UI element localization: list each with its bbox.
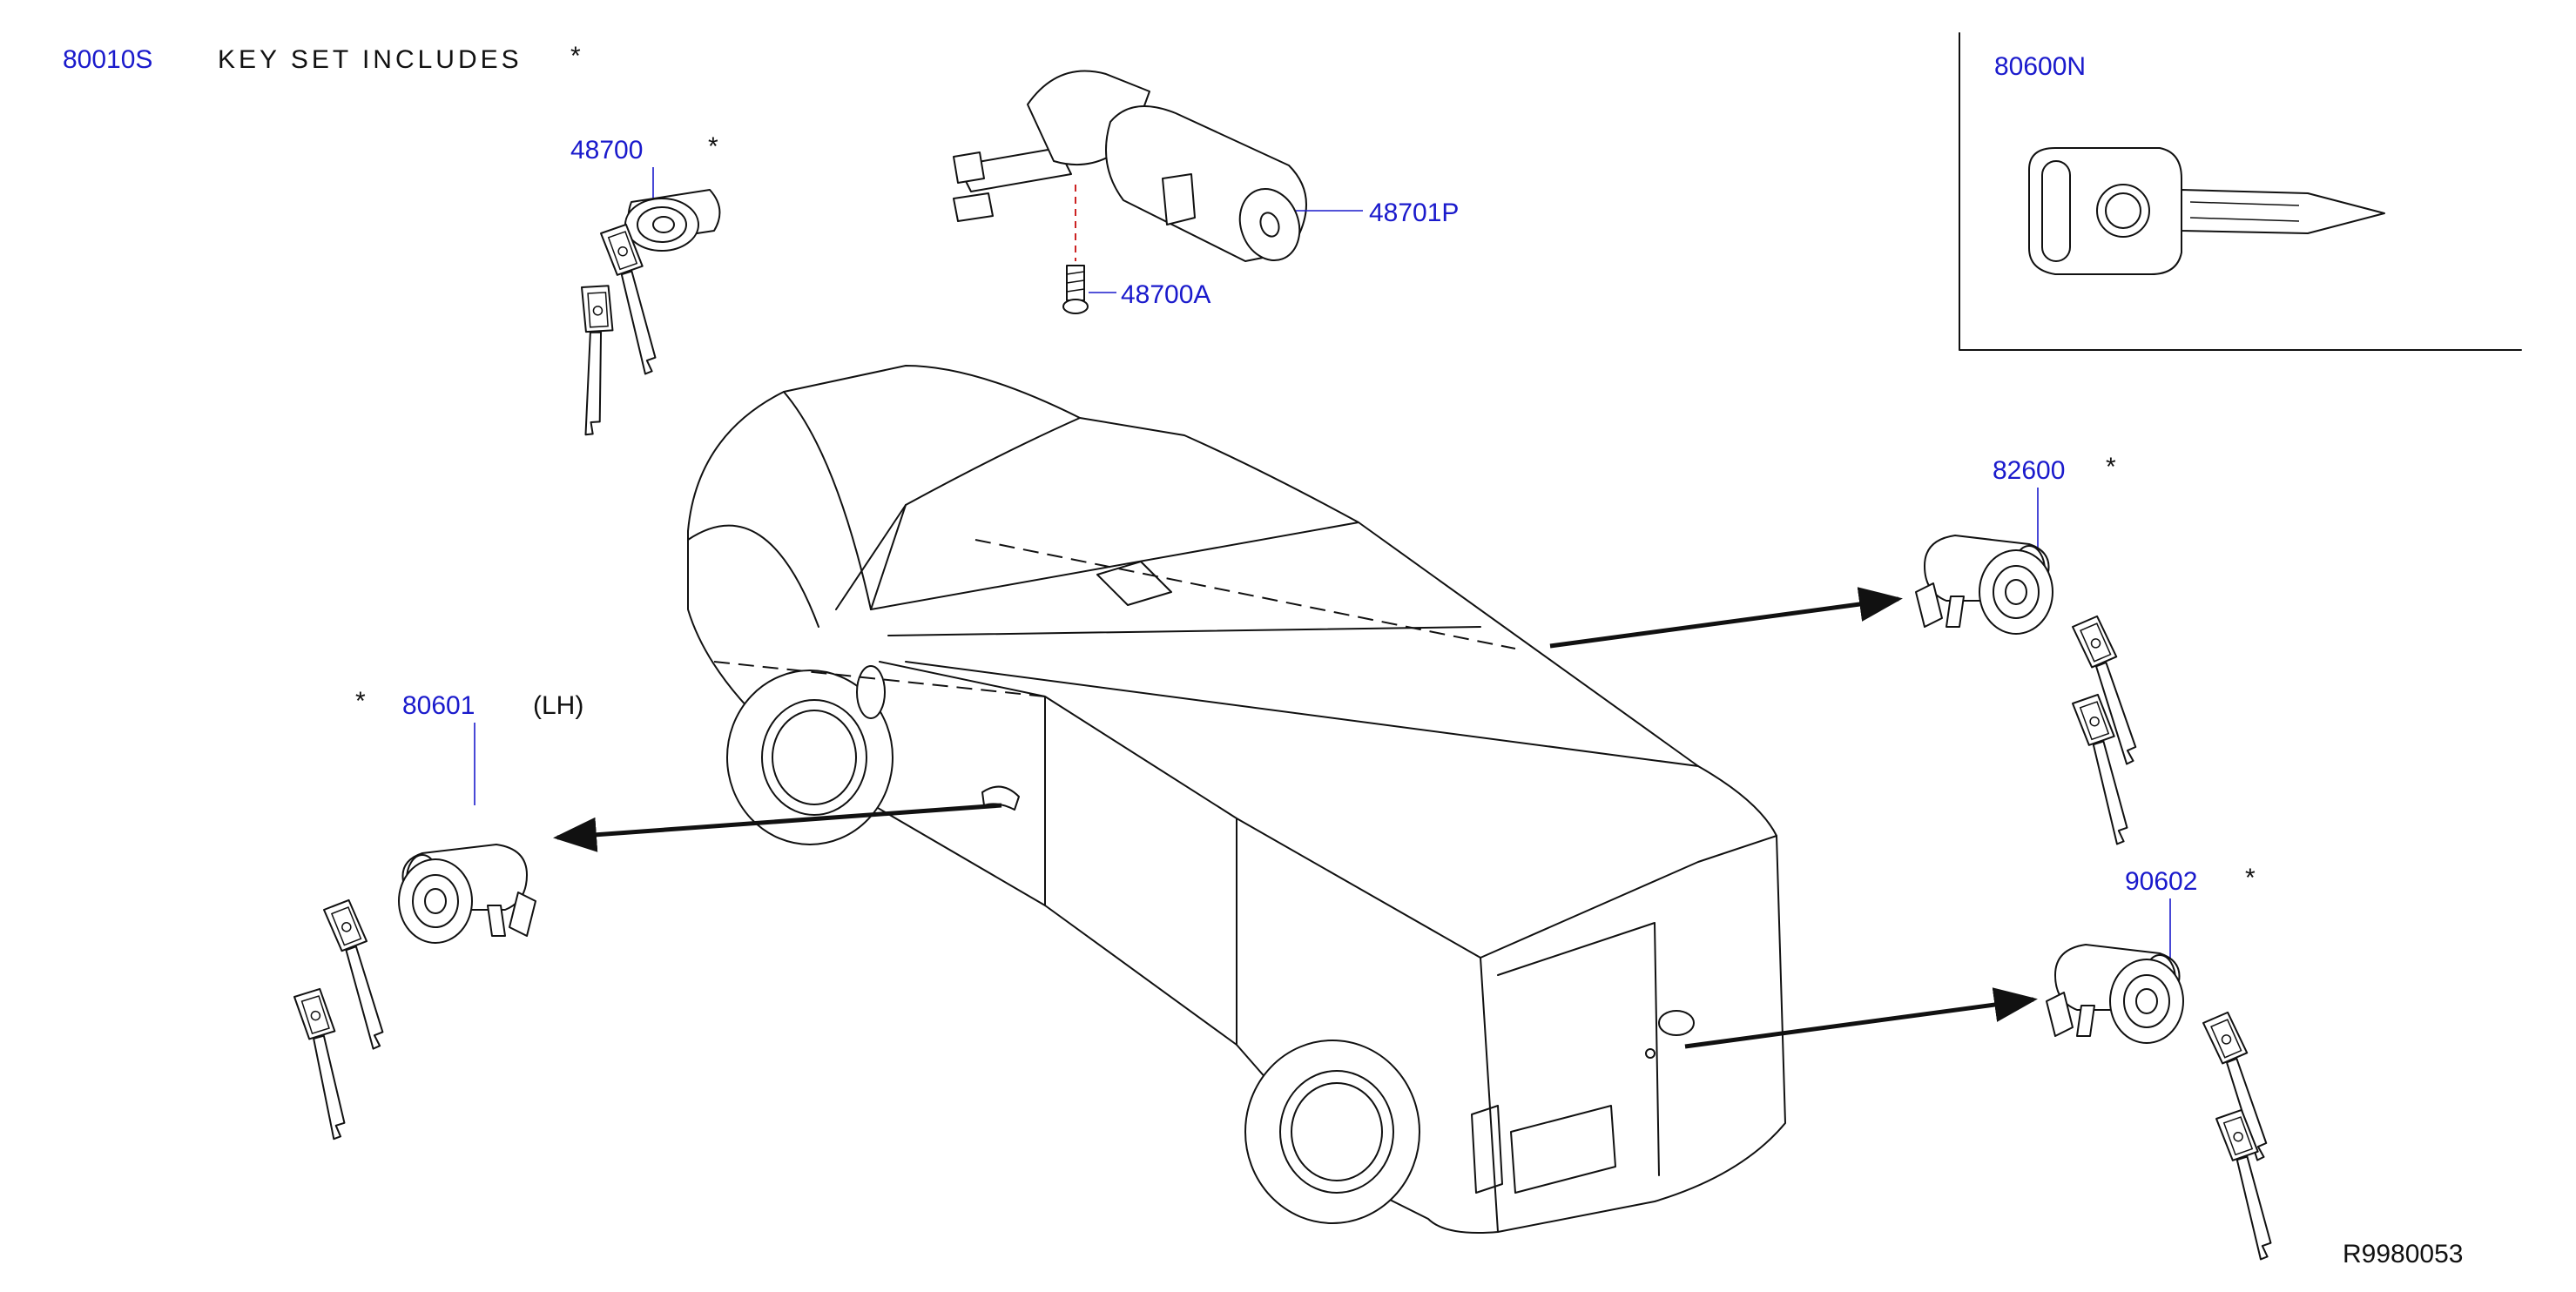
part-90602-label[interactable]: 90602 <box>2125 867 2197 896</box>
lock-cylinder-icon <box>624 189 721 252</box>
dashed-leader-front <box>713 661 1046 697</box>
part-82600-star: * <box>2106 453 2116 481</box>
key-icon <box>2028 147 2385 275</box>
part-80601-side: (LH) <box>533 691 583 720</box>
kit-star: * <box>570 42 581 71</box>
part-48701P-label[interactable]: 48701P <box>1369 199 1459 227</box>
arrow-to-82600 <box>1549 587 1903 649</box>
part-48700A-label[interactable]: 48700A <box>1121 280 1210 309</box>
vehicle-outline <box>687 365 1786 1234</box>
part-48700-star: * <box>708 132 718 161</box>
drawing-code: R9980053 <box>2343 1240 2463 1268</box>
key-blank-frame <box>1959 32 2522 351</box>
kit-part-number[interactable]: 80010S <box>63 45 152 74</box>
part-80600N-label[interactable]: 80600N <box>1994 52 2086 81</box>
lock-cylinder-icon <box>1915 535 2053 635</box>
ignition-lock-icon <box>953 70 1307 262</box>
part-80601-star: * <box>355 687 366 716</box>
key-icon <box>2215 1107 2274 1264</box>
arrow-to-90602 <box>1684 987 2038 1049</box>
lock-cylinder-icon <box>398 844 536 944</box>
kit-caption: KEY SET INCLUDES <box>218 45 523 74</box>
arrow-to-80601 <box>553 803 1002 852</box>
part-82600-label[interactable]: 82600 <box>1993 456 2065 485</box>
screw-icon <box>1062 265 1089 314</box>
part-90602-star: * <box>2245 864 2256 892</box>
part-48700-label[interactable]: 48700 <box>570 136 643 165</box>
key-icon <box>293 986 347 1143</box>
key-icon <box>560 281 620 438</box>
lock-cylinder-icon <box>2046 944 2184 1044</box>
part-80601-label[interactable]: 80601 <box>402 691 475 720</box>
dashed-leader-82600 <box>974 539 1516 649</box>
